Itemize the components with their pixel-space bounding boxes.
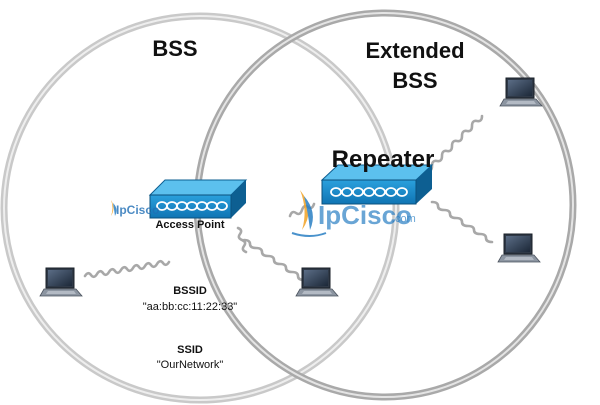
- laptop-icon: [295, 267, 339, 297]
- watermark-logo-large: [291, 190, 327, 237]
- signal-ap-to-laptop-mid: [236, 226, 306, 282]
- signal-ap-to-laptop-left: [83, 259, 171, 279]
- laptop-icon: [39, 267, 83, 297]
- repeater-icon: [320, 164, 434, 205]
- repeater-label: Repeater: [331, 146, 435, 173]
- laptop-icon: [497, 233, 541, 263]
- ssid-value: "OurNetwork": [156, 359, 224, 371]
- watermark-domain: .com: [392, 213, 416, 225]
- bss-coverage-circle: [0, 12, 400, 404]
- watermark-text-small: IpCisco: [116, 203, 160, 217]
- bssid-label: BSSID: [173, 285, 207, 297]
- access-point-icon: [148, 179, 248, 219]
- extended-bss-title-line2: BSS: [392, 68, 438, 93]
- ssid-label: SSID: [177, 344, 203, 356]
- watermark-text: IpCisco: [318, 200, 412, 230]
- extended-bss-title: Extended BSS: [350, 36, 480, 96]
- wireless-signals: [83, 114, 494, 282]
- bss-title: BSS: [152, 36, 198, 61]
- signal-repeater-to-laptop-bottom: [430, 200, 494, 244]
- bssid-value: "aa:bb:cc:11:22:33": [142, 301, 238, 313]
- watermark-logo-small: [111, 200, 117, 216]
- access-point-label: Access Point: [155, 219, 225, 231]
- extended-bss-title-line1: Extended: [365, 38, 465, 63]
